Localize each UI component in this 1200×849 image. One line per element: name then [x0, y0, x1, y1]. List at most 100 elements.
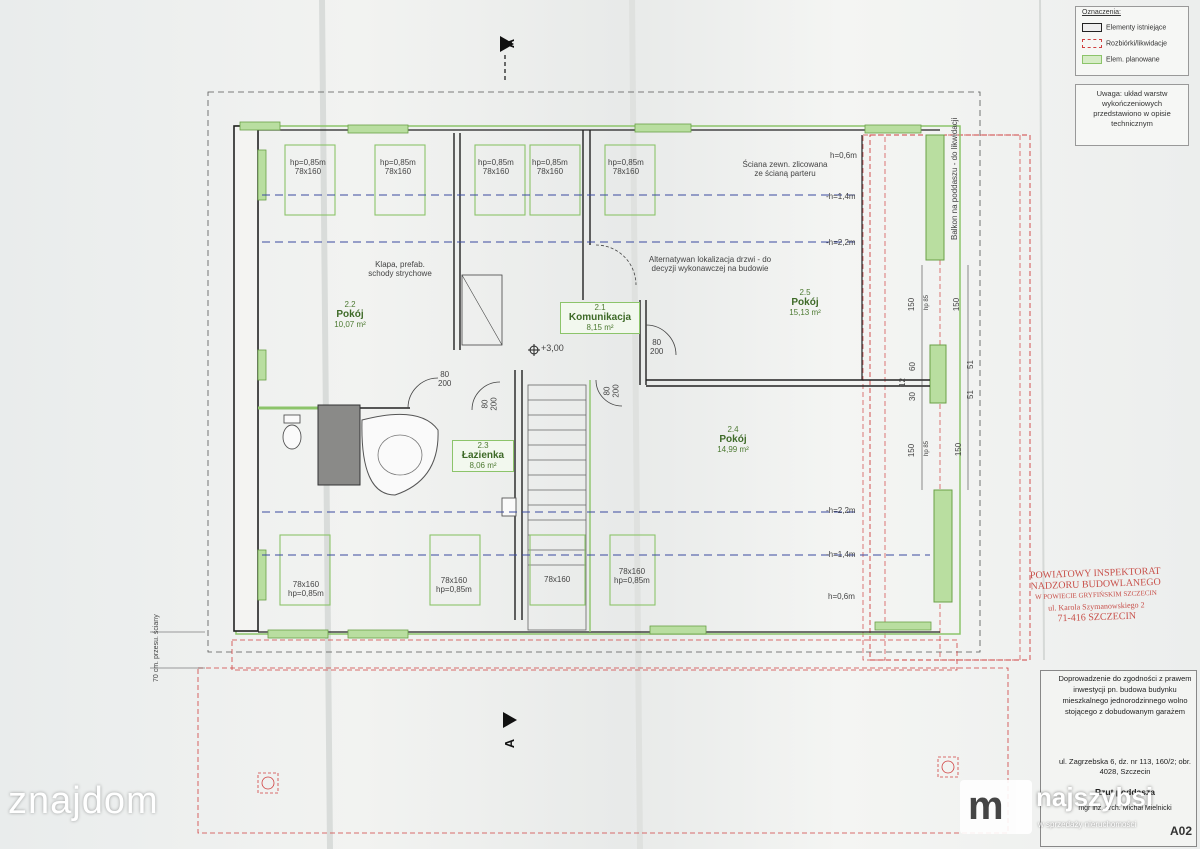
logo-tagline: w sprzedaży nieruchomości — [1038, 820, 1137, 829]
dim-4: 30 — [907, 392, 917, 401]
legend-swatch-existing — [1082, 23, 1102, 32]
height-label-5: -h=1,4m — [826, 550, 856, 559]
window-size: 78x160 — [384, 167, 412, 176]
section-label-bottom: A — [502, 738, 518, 749]
door-height: 200 — [438, 379, 452, 388]
dim-1: 150 — [907, 297, 917, 312]
window-size: 78x160 — [294, 167, 322, 176]
window-hp: hp=0,85m — [614, 576, 650, 585]
height-label-6: h=0,6m — [828, 592, 855, 601]
room-area: 8,06 m² — [469, 461, 497, 470]
room-name: Pokój — [336, 309, 364, 320]
legend-title: Oznaczenia: — [1082, 9, 1121, 16]
door-width: 80 — [440, 370, 450, 379]
room-area: 10,07 m² — [334, 320, 366, 329]
legend-label-planned: Elem. planowane — [1106, 56, 1160, 64]
section-label-top: A — [502, 38, 518, 49]
window-bottom-3: 78x160 — [544, 575, 570, 584]
project-description: Doprowadzenie do zgodności z prawem inwe… — [1058, 674, 1192, 716]
height-label-3: -h=2,2m — [826, 238, 856, 247]
window-hp: hp=0,85m — [532, 158, 568, 167]
legend-planned: Elem. planowane — [1082, 55, 1160, 64]
room-name: Komunikacja — [568, 312, 632, 323]
dim-7: 51 — [965, 390, 975, 399]
door-width: 80 — [652, 338, 662, 347]
title-block: Doprowadzenie do zgodności z prawem inwe… — [1040, 670, 1197, 847]
sheet-number: A02 — [1169, 824, 1192, 838]
project-address: ul. Zagrzebska 6, dz. nr 113, 160/2; obr… — [1058, 757, 1192, 776]
hatch-annotation: Klapa, prefab. schody strychowe — [368, 260, 432, 278]
door-width: 80 — [480, 399, 490, 409]
room-number: 2.4 — [727, 425, 739, 434]
note-box: Uwaga: układ warstw wykończeniowych prze… — [1075, 84, 1189, 146]
room-number: 2.3 — [477, 441, 489, 450]
section-arrow-top — [500, 36, 514, 52]
window-hp: hp=0,85m — [380, 158, 416, 167]
height-label-1: h=0,6m — [830, 151, 857, 160]
balcony-annotation: Balkon na poddaszu - do likwidacji — [950, 117, 959, 240]
room-area: 8,15 m² — [586, 323, 614, 332]
dim-3: 12 — [897, 378, 907, 387]
window-size: 78x160 — [618, 567, 646, 576]
dim-5: 150 — [907, 443, 917, 458]
door-alt-annotation: Alternatywan lokalizacja drzwi - do decy… — [648, 255, 772, 273]
window-hp: hp=0,85m — [288, 589, 324, 598]
legend-demolition: Rozbiórki/likwidacje — [1082, 39, 1167, 48]
window-hp: hp=0,85m — [436, 585, 472, 594]
room-2-4: 2.4 Pokój 14,99 m² — [708, 425, 758, 455]
dim-6: 51 — [965, 360, 975, 369]
legend-swatch-planned — [1082, 55, 1102, 64]
room-name: Pokój — [719, 434, 747, 445]
legend-label-existing: Elementy istniejące — [1106, 24, 1167, 32]
legend-label-demolition: Rozbiórki/likwidacje — [1106, 40, 1168, 48]
room-number: 2.1 — [594, 303, 606, 312]
note-text: Uwaga: układ warstw wykończeniowych prze… — [1093, 89, 1171, 128]
knee-wall-annotation: 70 cm. przesu. ściany — [153, 614, 160, 682]
dim-8: 150 — [952, 297, 962, 312]
legend-box: Oznaczenia: Elementy istniejące Rozbiórk… — [1075, 6, 1189, 76]
room-number: 2.2 — [344, 300, 356, 309]
room-area: 15,13 m² — [789, 308, 821, 317]
logo-icon: m — [960, 780, 1032, 834]
section-arrow-bottom — [503, 712, 517, 728]
room-name: Łazienka — [461, 450, 505, 461]
window-size: 78x160 — [612, 167, 640, 176]
legend-swatch-demolition — [1082, 39, 1102, 48]
room-2-5: 2.5 Pokój 15,13 m² — [780, 288, 830, 318]
drawing-author: mgr inż. arch. Michał Mielnicki — [1078, 805, 1172, 812]
window-size: 78x160 — [544, 575, 571, 584]
legend-existing: Elementy istniejące — [1082, 23, 1166, 32]
door-height: 200 — [650, 347, 664, 356]
window-hp: hp=0,85m — [290, 158, 326, 167]
room-2-2: 2.2 Pokój 10,07 m² — [325, 300, 375, 330]
window-hp: hp=0,85m — [608, 158, 644, 167]
door-height: 200 — [489, 397, 499, 411]
room-number: 2.5 — [799, 288, 811, 297]
dim-9: 150 — [954, 442, 964, 457]
znajdom-watermark: znajdom — [8, 780, 159, 822]
level-label: +3,00 — [541, 343, 564, 353]
wall-annotation: Ściana zewn. zlicowana ze ścianą parteru — [742, 160, 828, 178]
najszybsi-logo: m najszybsi w sprzedaży nieruchomości — [958, 776, 1194, 836]
window-hp: hp=0,85m — [478, 158, 514, 167]
logo-name: najszybsi — [1036, 782, 1154, 812]
dim-2: 60 — [907, 362, 917, 371]
room-2-1: 2.1 Komunikacja 8,15 m² — [560, 302, 640, 334]
door-height: 200 — [611, 384, 621, 398]
window-size: 78x160 — [440, 576, 468, 585]
height-label-4: -h=2,2m — [826, 506, 856, 515]
dim-11: hp 85 — [924, 440, 931, 457]
door-width: 80 — [602, 386, 612, 396]
